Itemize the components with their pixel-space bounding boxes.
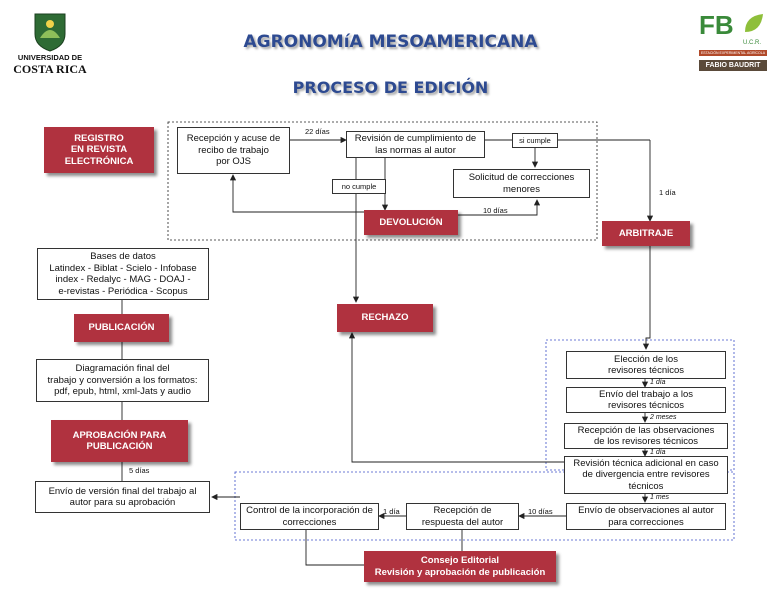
label-si-cumple: si cumple xyxy=(512,133,558,148)
label-1-dia-arbitraje: 1 día xyxy=(659,188,676,197)
box-solicitud-correcciones: Solicitud de correcciones menores xyxy=(453,169,590,198)
stage-rechazo: RECHAZO xyxy=(337,304,433,332)
station-logo-name: FABIO BAUDRIT xyxy=(699,60,767,71)
box-recepcion-ojs: Recepción y acuse de recibo de trabajo p… xyxy=(177,127,290,174)
box-envio-revisores: Envío del trabajo a los revisores técnic… xyxy=(566,387,726,413)
stage-publicacion: PUBLICACIÓN xyxy=(74,314,169,342)
box-recepcion-observaciones: Recepción de las observaciones de los re… xyxy=(564,423,728,449)
stage-consejo: Consejo Editorial Revisión y aprobación … xyxy=(364,551,556,582)
box-diagramacion: Diagramación final del trabajo y convers… xyxy=(36,359,209,402)
university-shield-icon xyxy=(34,13,66,52)
station-logo-tiny: ESTACIÓN EXPERIMENTAL AGRÍCOLA xyxy=(699,50,767,56)
label-1-mes: 1 mes xyxy=(650,494,670,501)
station-logo-mark: FB xyxy=(699,10,734,40)
box-envio-observaciones: Envío de observaciones al autor para cor… xyxy=(566,503,726,530)
stage-aprobacion: APROBACIÓN PARA PUBLICACIÓN xyxy=(51,420,188,462)
box-eleccion-revisores: Elección de los revisores técnicos xyxy=(566,351,726,379)
label-5-dias: 5 días xyxy=(129,466,150,475)
label-no-cumple: no cumple xyxy=(332,179,386,194)
university-logo-line1: UNIVERSIDAD DE xyxy=(17,53,83,62)
label-10-dias-top: 10 días xyxy=(483,206,508,215)
page-subtitle: PROCESO DE EDICIÓN xyxy=(292,78,489,97)
label-2-meses: 2 meses xyxy=(650,414,677,421)
stage-arbitraje: ARBITRAJE xyxy=(602,221,690,246)
box-revision-normas: Revisión de cumplimiento de las normas a… xyxy=(346,131,485,158)
box-revision-adicional: Revisión técnica adicional en caso de di… xyxy=(564,456,728,494)
box-recepcion-respuesta: Recepción de respuesta del autor xyxy=(406,503,519,530)
label-10-dias-bottom: 10 días xyxy=(528,507,553,516)
box-control-incorporacion: Control de la incorporación de correccio… xyxy=(240,503,379,530)
label-22-dias: 22 días xyxy=(305,127,330,136)
stage-devolucion: DEVOLUCIÓN xyxy=(364,210,458,235)
stage-registro: REGISTRO EN REVISTA ELECTRÓNICA xyxy=(44,127,154,173)
dotted-frame-corrections xyxy=(234,471,735,541)
station-logo: FB U.C.R. ESTACIÓN EXPERIMENTAL AGRÍCOLA… xyxy=(697,10,767,74)
university-logo: UNIVERSIDAD DE COSTA RICA xyxy=(10,12,88,76)
station-logo-ucr: U.C.R. xyxy=(743,40,761,46)
dotted-frame-reception xyxy=(167,121,598,241)
box-bases-datos: Bases de datos Latindex - Biblat - Sciel… xyxy=(37,248,209,300)
label-1-dia-a: 1 día xyxy=(650,379,666,386)
university-logo-line2: COSTA RICA xyxy=(13,62,87,76)
label-1-dia-b: 1 día xyxy=(650,449,666,456)
page-title: AGRONOMíA MESOAMERICANA xyxy=(243,32,538,52)
label-1-dia-bottom: 1 día xyxy=(383,507,400,516)
box-envio-version: Envío de versión final del trabajo al au… xyxy=(35,481,210,513)
leaf-icon xyxy=(745,14,763,32)
